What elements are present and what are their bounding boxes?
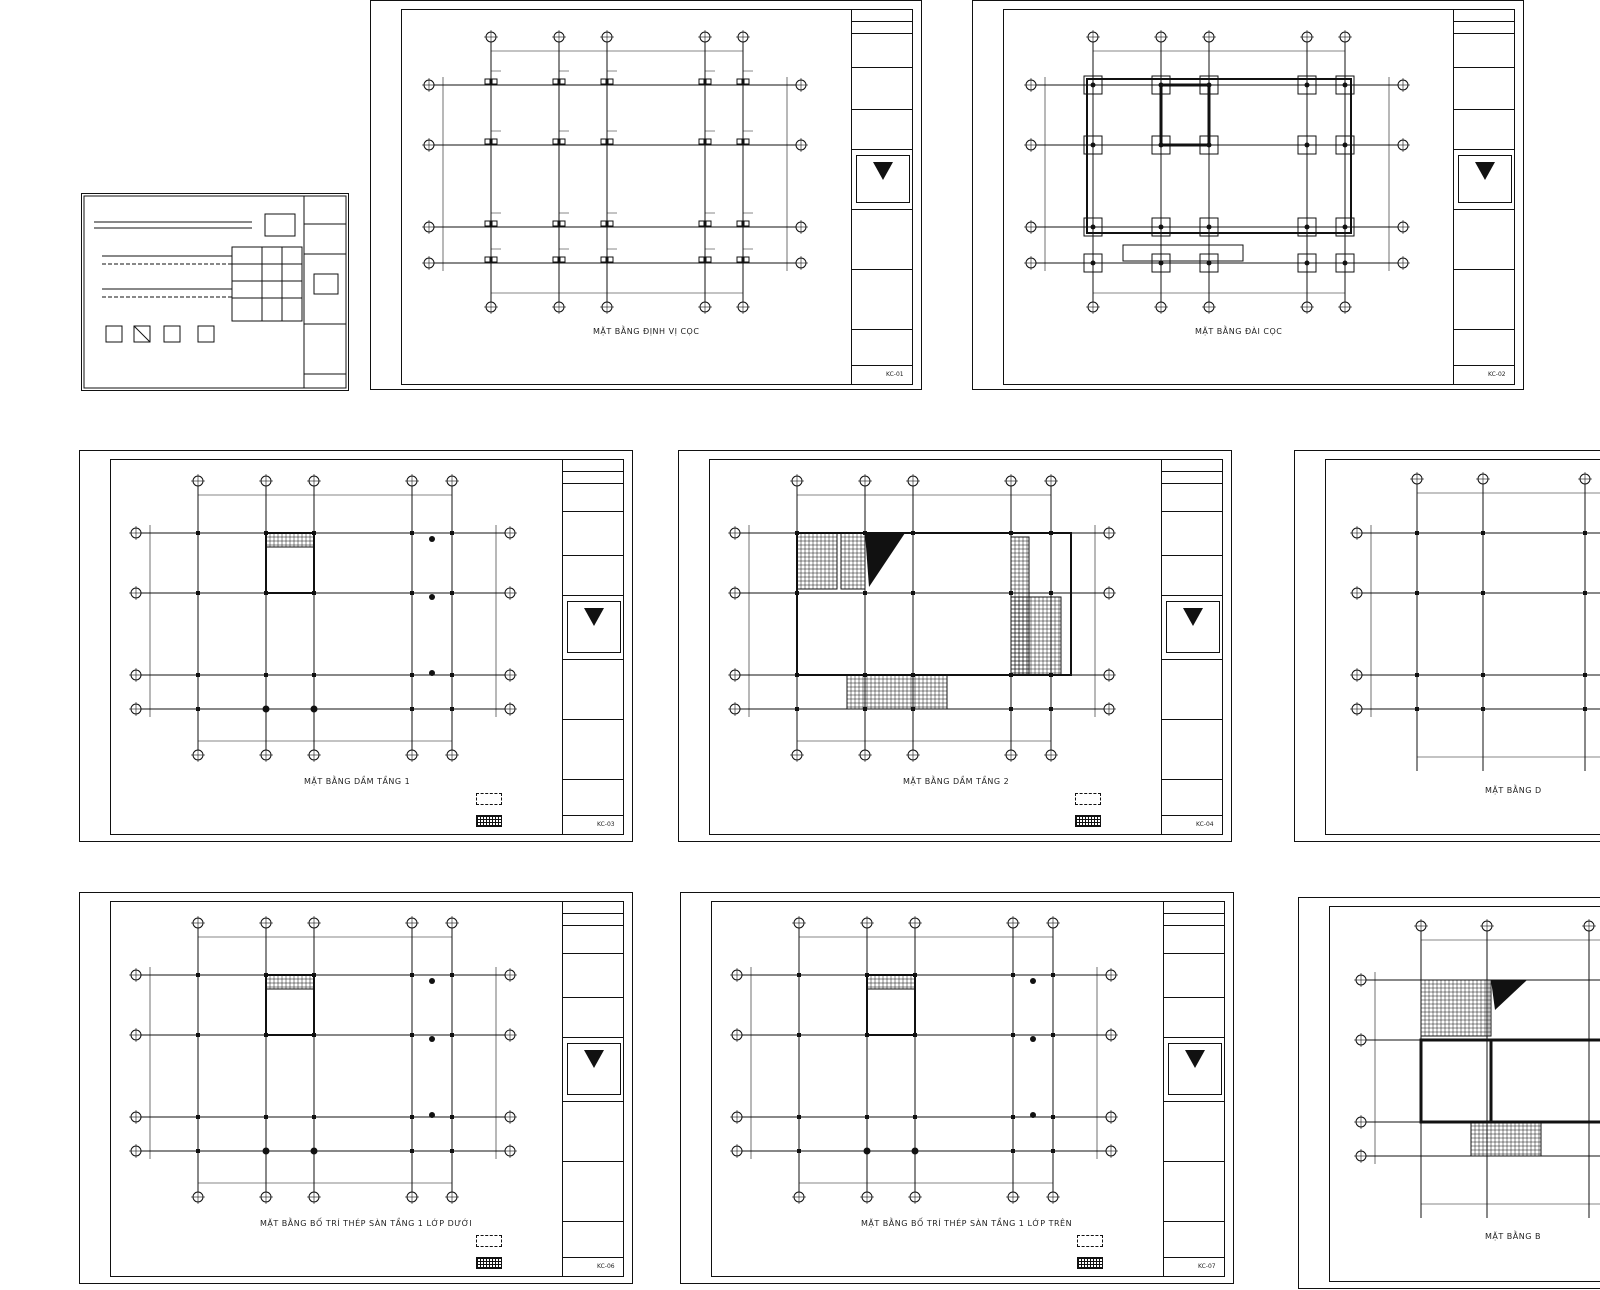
legend-opening [1075, 793, 1101, 805]
drawing-frame [1325, 459, 1600, 835]
plan-drawing [1354, 919, 1600, 1218]
sheet-floor-2[interactable]: MẶT BẰNG DẦM TẦNG 2 KC-04 [678, 450, 1232, 842]
drawing-frame [711, 901, 1225, 1277]
plan-drawing [730, 916, 1118, 1204]
drawing-frame [110, 459, 624, 835]
sheet-code: KC-07 [1198, 1263, 1216, 1270]
legend-opening [476, 1235, 502, 1247]
sheet-title: MẶT BẰNG ĐÀI CỌC [1195, 327, 1283, 336]
sheet-code: KC-03 [597, 821, 615, 828]
sheet-floor-3-partial[interactable]: MẶT BẰNG D [1294, 450, 1600, 842]
drawing-frame [1003, 9, 1515, 385]
plan-drawing [728, 474, 1116, 762]
sheet-pile-layout[interactable]: MẶT BẰNG ĐỊNH VỊ CỌC KC-01 [370, 0, 922, 390]
company-logo [567, 1043, 621, 1095]
title-block: KC-03 [562, 459, 624, 835]
sheet-floor-1[interactable]: MẶT BẰNG DẦM TẦNG 1 KC-03 [79, 450, 633, 842]
sheet-title: MẶT BẰNG DẦM TẦNG 2 [903, 777, 1010, 786]
sheet-title: MẶT BẰNG BỐ TRÍ THÉP SÀN TẦNG 1 LỚP DƯỚI [260, 1219, 473, 1228]
sheet-title: MẶT BẰNG ĐỊNH VỊ CỌC [593, 327, 700, 336]
legend-slab [1077, 1257, 1103, 1269]
legend-slab [476, 815, 502, 827]
legend-opening [476, 793, 502, 805]
sheet-code: KC-06 [597, 1263, 615, 1270]
sheet-code: KC-01 [886, 371, 904, 378]
sheet-title: MẶT BẰNG DẦM TẦNG 1 [304, 777, 411, 786]
sheet-code: KC-02 [1488, 371, 1506, 378]
title-block: KC-02 [1453, 9, 1515, 385]
sheet-title: MẶT BẰNG D [1485, 786, 1542, 795]
title-block: KC-01 [851, 9, 913, 385]
drawing-frame [401, 9, 913, 385]
title-block: KC-06 [562, 901, 624, 1277]
sheet-title: MẶT BẰNG BỐ TRÍ THÉP SÀN TẦNG 1 LỚP TRÊN [861, 1219, 1073, 1228]
sheet-rebar-2[interactable]: MẶT BẰNG BỐ TRÍ THÉP SÀN TẦNG 1 LỚP TRÊN… [680, 892, 1234, 1284]
detail-drawing [83, 195, 347, 389]
title-block: KC-07 [1163, 901, 1225, 1277]
legend-opening [1077, 1235, 1103, 1247]
company-logo [856, 155, 910, 203]
title-block: KC-04 [1161, 459, 1223, 835]
company-logo [1166, 601, 1220, 653]
detail-sheet[interactable] [81, 193, 349, 391]
sheet-pile-cap[interactable]: MẶT BẰNG ĐÀI CỌC KC-02 [972, 0, 1524, 390]
plan-drawing [422, 30, 808, 314]
company-logo [1168, 1043, 1222, 1095]
sheet-rebar-1[interactable]: MẶT BẰNG BỐ TRÍ THÉP SÀN TẦNG 1 LỚP DƯỚI… [79, 892, 633, 1284]
drawing-frame [110, 901, 624, 1277]
plan-drawing [129, 474, 517, 762]
plan-drawing [1024, 30, 1410, 314]
sheet-title: MẶT BẰNG B [1485, 1232, 1541, 1241]
legend-slab [1075, 815, 1101, 827]
legend-slab [476, 1257, 502, 1269]
sheet-code: KC-04 [1196, 821, 1214, 828]
plan-drawing [1350, 472, 1600, 771]
plan-drawing [129, 916, 517, 1204]
drawing-frame [709, 459, 1223, 835]
company-logo [1458, 155, 1512, 203]
company-logo [567, 601, 621, 653]
sheet-rebar-partial[interactable]: MẶT BẰNG B [1298, 897, 1600, 1289]
